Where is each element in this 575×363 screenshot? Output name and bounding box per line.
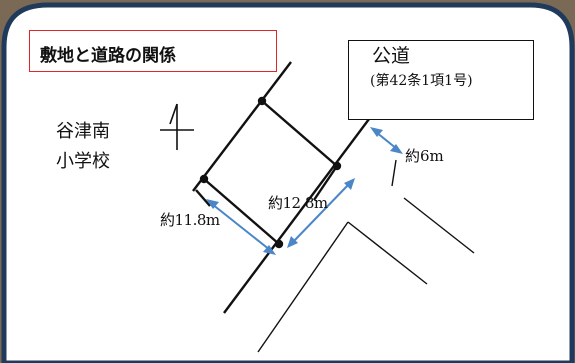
dim-arrow-site-width <box>292 183 350 243</box>
arrowhead <box>390 144 403 154</box>
dim-arrow-road-width <box>375 131 398 150</box>
diagram-title: 敷地と道路の関係 <box>40 46 176 66</box>
road-edge-left-stub <box>195 189 211 207</box>
road-edge-far-upper <box>391 159 397 187</box>
site-parcel <box>192 61 388 314</box>
road-clause: (第42条1項1号) <box>370 73 473 89</box>
road-edge-far-branch-b <box>257 221 349 353</box>
parcel-line-top <box>192 61 292 192</box>
road-label-box <box>348 40 534 120</box>
dim-label-frontage: 約11.8m <box>160 211 220 229</box>
north-arrow-icon <box>160 103 194 150</box>
vertex-dot <box>257 96 267 106</box>
road-edge-far-right <box>403 197 475 254</box>
dimension-arrows <box>206 127 403 255</box>
parcel-line-right <box>261 100 338 167</box>
vertex-dot <box>199 174 209 184</box>
arrowhead <box>287 236 298 248</box>
dim-label-road-width: 約6m <box>405 147 444 165</box>
title-box <box>29 30 277 72</box>
vertex-dot <box>274 239 284 249</box>
school-name-line2: 小学校 <box>56 151 110 172</box>
school-name-line1: 谷津南 <box>56 121 110 142</box>
road-name: 公道 <box>372 45 411 67</box>
vertex-dot <box>332 161 342 171</box>
dim-label-site-width: 約12.8m <box>268 194 328 212</box>
road-edge-near <box>223 94 388 314</box>
arrowhead <box>370 127 383 137</box>
arrowhead <box>344 178 355 190</box>
road-far-edges <box>257 159 475 353</box>
road-edge-far-branch-a <box>347 221 428 285</box>
parcel-line-front <box>203 178 280 245</box>
arrowhead <box>206 199 219 209</box>
parcel-line-right-short <box>313 165 338 201</box>
parcel-vertices <box>199 96 342 249</box>
arrowhead <box>263 245 276 255</box>
dim-arrow-frontage <box>211 203 271 251</box>
